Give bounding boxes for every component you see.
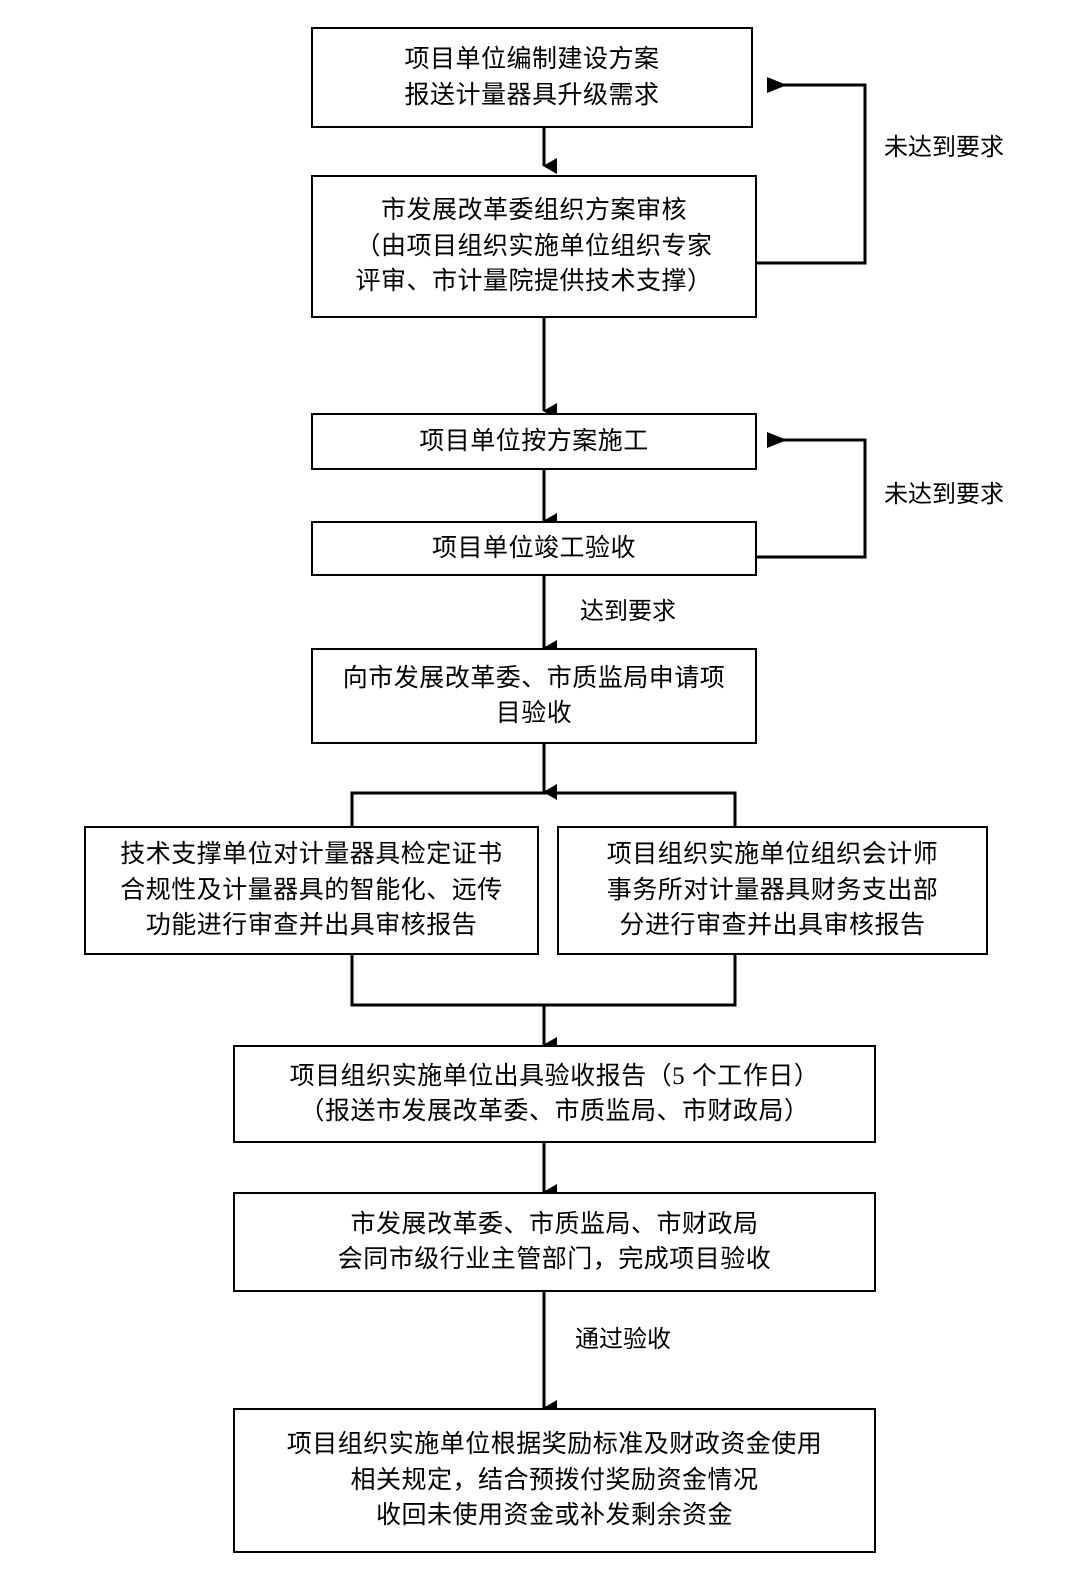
construction-text: 项目单位按方案施工 (419, 427, 649, 455)
completion-acceptance-text: 项目单位竣工验收 (431, 534, 636, 562)
financial-review-box[interactable]: 项目组织实施单位组织会计师 事务所对计量器具财务支出部 分进行审查并出具审核报告 (557, 826, 988, 955)
edge-loop-review-to-plan (757, 77, 867, 265)
acceptance-report-text: 项目组织实施单位出具验收报告（5 个工作日） （报送市发展改革委、市质监局、市财… (289, 1062, 820, 1126)
plan-review-box[interactable]: 市发展改革委组织方案审核 （由项目组织实施单位组织专家 评审、市计量院提供技术支… (311, 175, 757, 318)
pass-label-final: 通过验收 (575, 1327, 671, 1353)
edge-merge-bar (350, 955, 737, 1007)
financial-review-text: 项目组织实施单位组织会计师 事务所对计量器具财务支出部 分进行审查并出具审核报告 (606, 841, 939, 940)
apply-acceptance-text: 向市发展改革委、市质监局申请项 目验收 (342, 664, 726, 728)
prepare-plan-box[interactable]: 项目单位编制建设方案 报送计量器具升级需求 (311, 27, 753, 128)
pass-label-acceptance: 达到要求 (580, 599, 676, 625)
completion-acceptance-box[interactable]: 项目单位竣工验收 (311, 521, 757, 576)
joint-acceptance-text: 市发展改革委、市质监局、市财政局 会同市级行业主管部门，完成项目验收 (337, 1210, 772, 1274)
fund-settlement-box[interactable]: 项目组织实施单位根据奖励标准及财政资金使用 相关规定，结合预拨付奖励资金情况 收… (233, 1408, 876, 1553)
acceptance-report-box[interactable]: 项目组织实施单位出具验收报告（5 个工作日） （报送市发展改革委、市质监局、市财… (233, 1045, 876, 1143)
plan-review-text: 市发展改革委组织方案审核 （由项目组织实施单位组织专家 评审、市计量院提供技术支… (355, 197, 713, 296)
fund-settlement-text: 项目组织实施单位根据奖励标准及财政资金使用 相关规定，结合预拨付奖励资金情况 收… (286, 1431, 823, 1530)
joint-acceptance-box[interactable]: 市发展改革委、市质监局、市财政局 会同市级行业主管部门，完成项目验收 (233, 1192, 876, 1292)
prepare-plan-text: 项目单位编制建设方案 报送计量器具升级需求 (404, 46, 660, 109)
technical-review-box[interactable]: 技术支撑单位对计量器具检定证书 合规性及计量器具的智能化、远传 功能进行审查并出… (84, 826, 539, 955)
edge-loop-completion-to-construction (757, 432, 867, 559)
apply-acceptance-box[interactable]: 向市发展改革委、市质监局申请项 目验收 (311, 648, 757, 744)
edge-split-bar (350, 791, 737, 826)
loop-label-middle: 未达到要求 (884, 482, 1004, 508)
loop-label-top: 未达到要求 (884, 135, 1004, 161)
construction-box[interactable]: 项目单位按方案施工 (311, 413, 757, 470)
technical-review-text: 技术支撑单位对计量器具检定证书 合规性及计量器具的智能化、远传 功能进行审查并出… (120, 841, 503, 940)
